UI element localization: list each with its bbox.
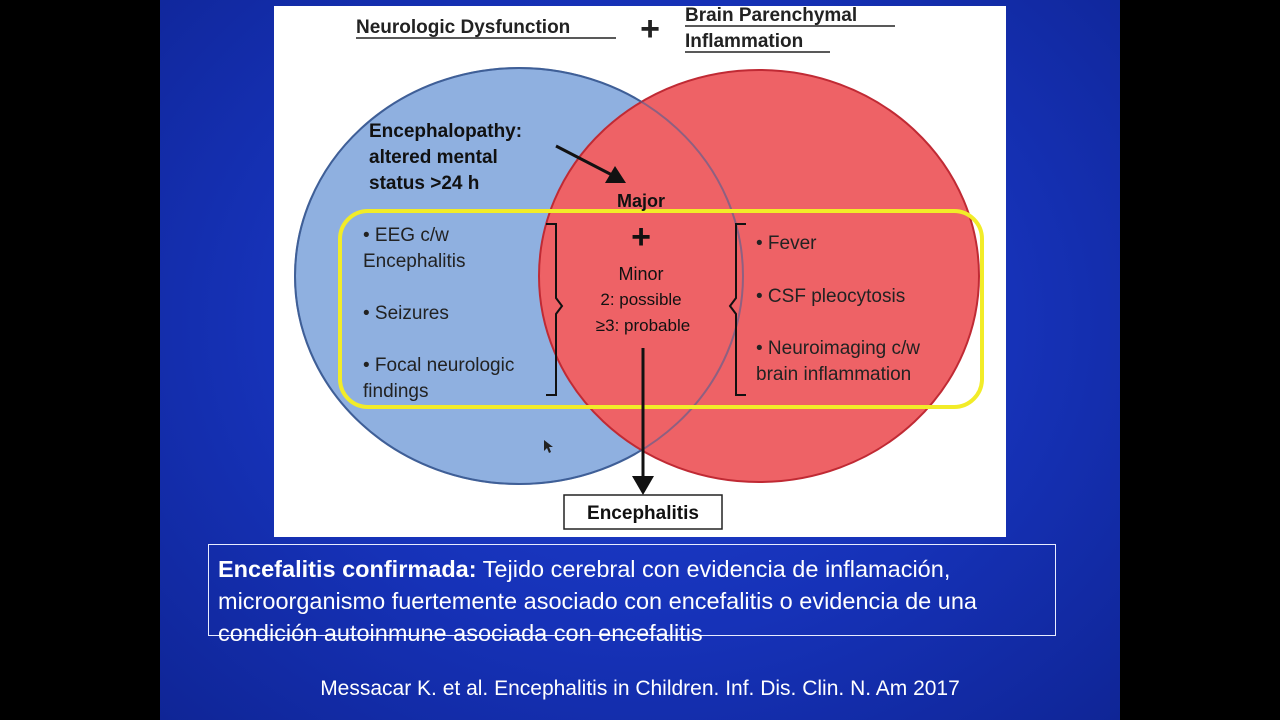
right-item-3-line1: • Neuroimaging c/w: [756, 338, 920, 359]
slide: Neurologic Dysfunction + Brain Parenchym…: [160, 0, 1120, 720]
right-item-1-line1: • Fever: [756, 233, 817, 254]
left-item-2-line1: • Seizures: [363, 303, 449, 324]
center-plus: +: [631, 218, 651, 256]
caption-text: Tejido cerebral con evidencia de inflama…: [218, 556, 977, 646]
left-item-1-line2: Encephalitis: [363, 251, 465, 272]
possible-label: 2: possible: [600, 290, 681, 309]
right-circle-inflammation: [538, 69, 980, 483]
heading-neurologic-dysfunction: Neurologic Dysfunction: [356, 17, 570, 38]
left-item-3-line1: • Focal neurologic: [363, 355, 514, 376]
venn-diagram-panel: Neurologic Dysfunction + Brain Parenchym…: [274, 6, 1006, 537]
highlight-box: [338, 209, 984, 409]
major-arrow: [555, 144, 615, 178]
heading-plus: +: [640, 10, 660, 48]
right-item-3-line2: brain inflammation: [756, 364, 911, 385]
right-item-2-line1: • CSF pleocytosis: [756, 286, 905, 307]
encephalopathy-line3: status >24 h: [369, 173, 479, 194]
right-bracket: [728, 223, 746, 396]
left-bracket: [546, 223, 564, 396]
result-label: Encephalitis: [587, 503, 699, 524]
probable-label: ≥3: probable: [596, 316, 690, 335]
minor-label: Minor: [618, 264, 663, 284]
result-box: [563, 494, 723, 530]
heading-brain-line2: Inflammation: [685, 31, 803, 52]
encephalopathy-line1: Encephalopathy:: [369, 121, 522, 142]
encephalopathy-line2: altered mental: [369, 147, 498, 168]
left-item-3-line2: findings: [363, 381, 429, 402]
left-item-1-line1: • EEG c/w: [363, 225, 449, 246]
citation: Messacar K. et al. Encephalitis in Child…: [320, 677, 960, 700]
caption-bold: Encefalitis confirmada:: [218, 556, 477, 582]
major-label: Major: [617, 191, 665, 211]
caption-box: Encefalitis confirmada: Tejido cerebral …: [208, 544, 1056, 646]
heading-brain-line1: Brain Parenchymal: [685, 6, 857, 26]
major-arrowhead: [605, 166, 626, 183]
result-arrowhead: [632, 476, 654, 495]
venn-diagram: Neurologic Dysfunction + Brain Parenchym…: [294, 6, 984, 530]
mouse-cursor-icon: [544, 440, 553, 453]
